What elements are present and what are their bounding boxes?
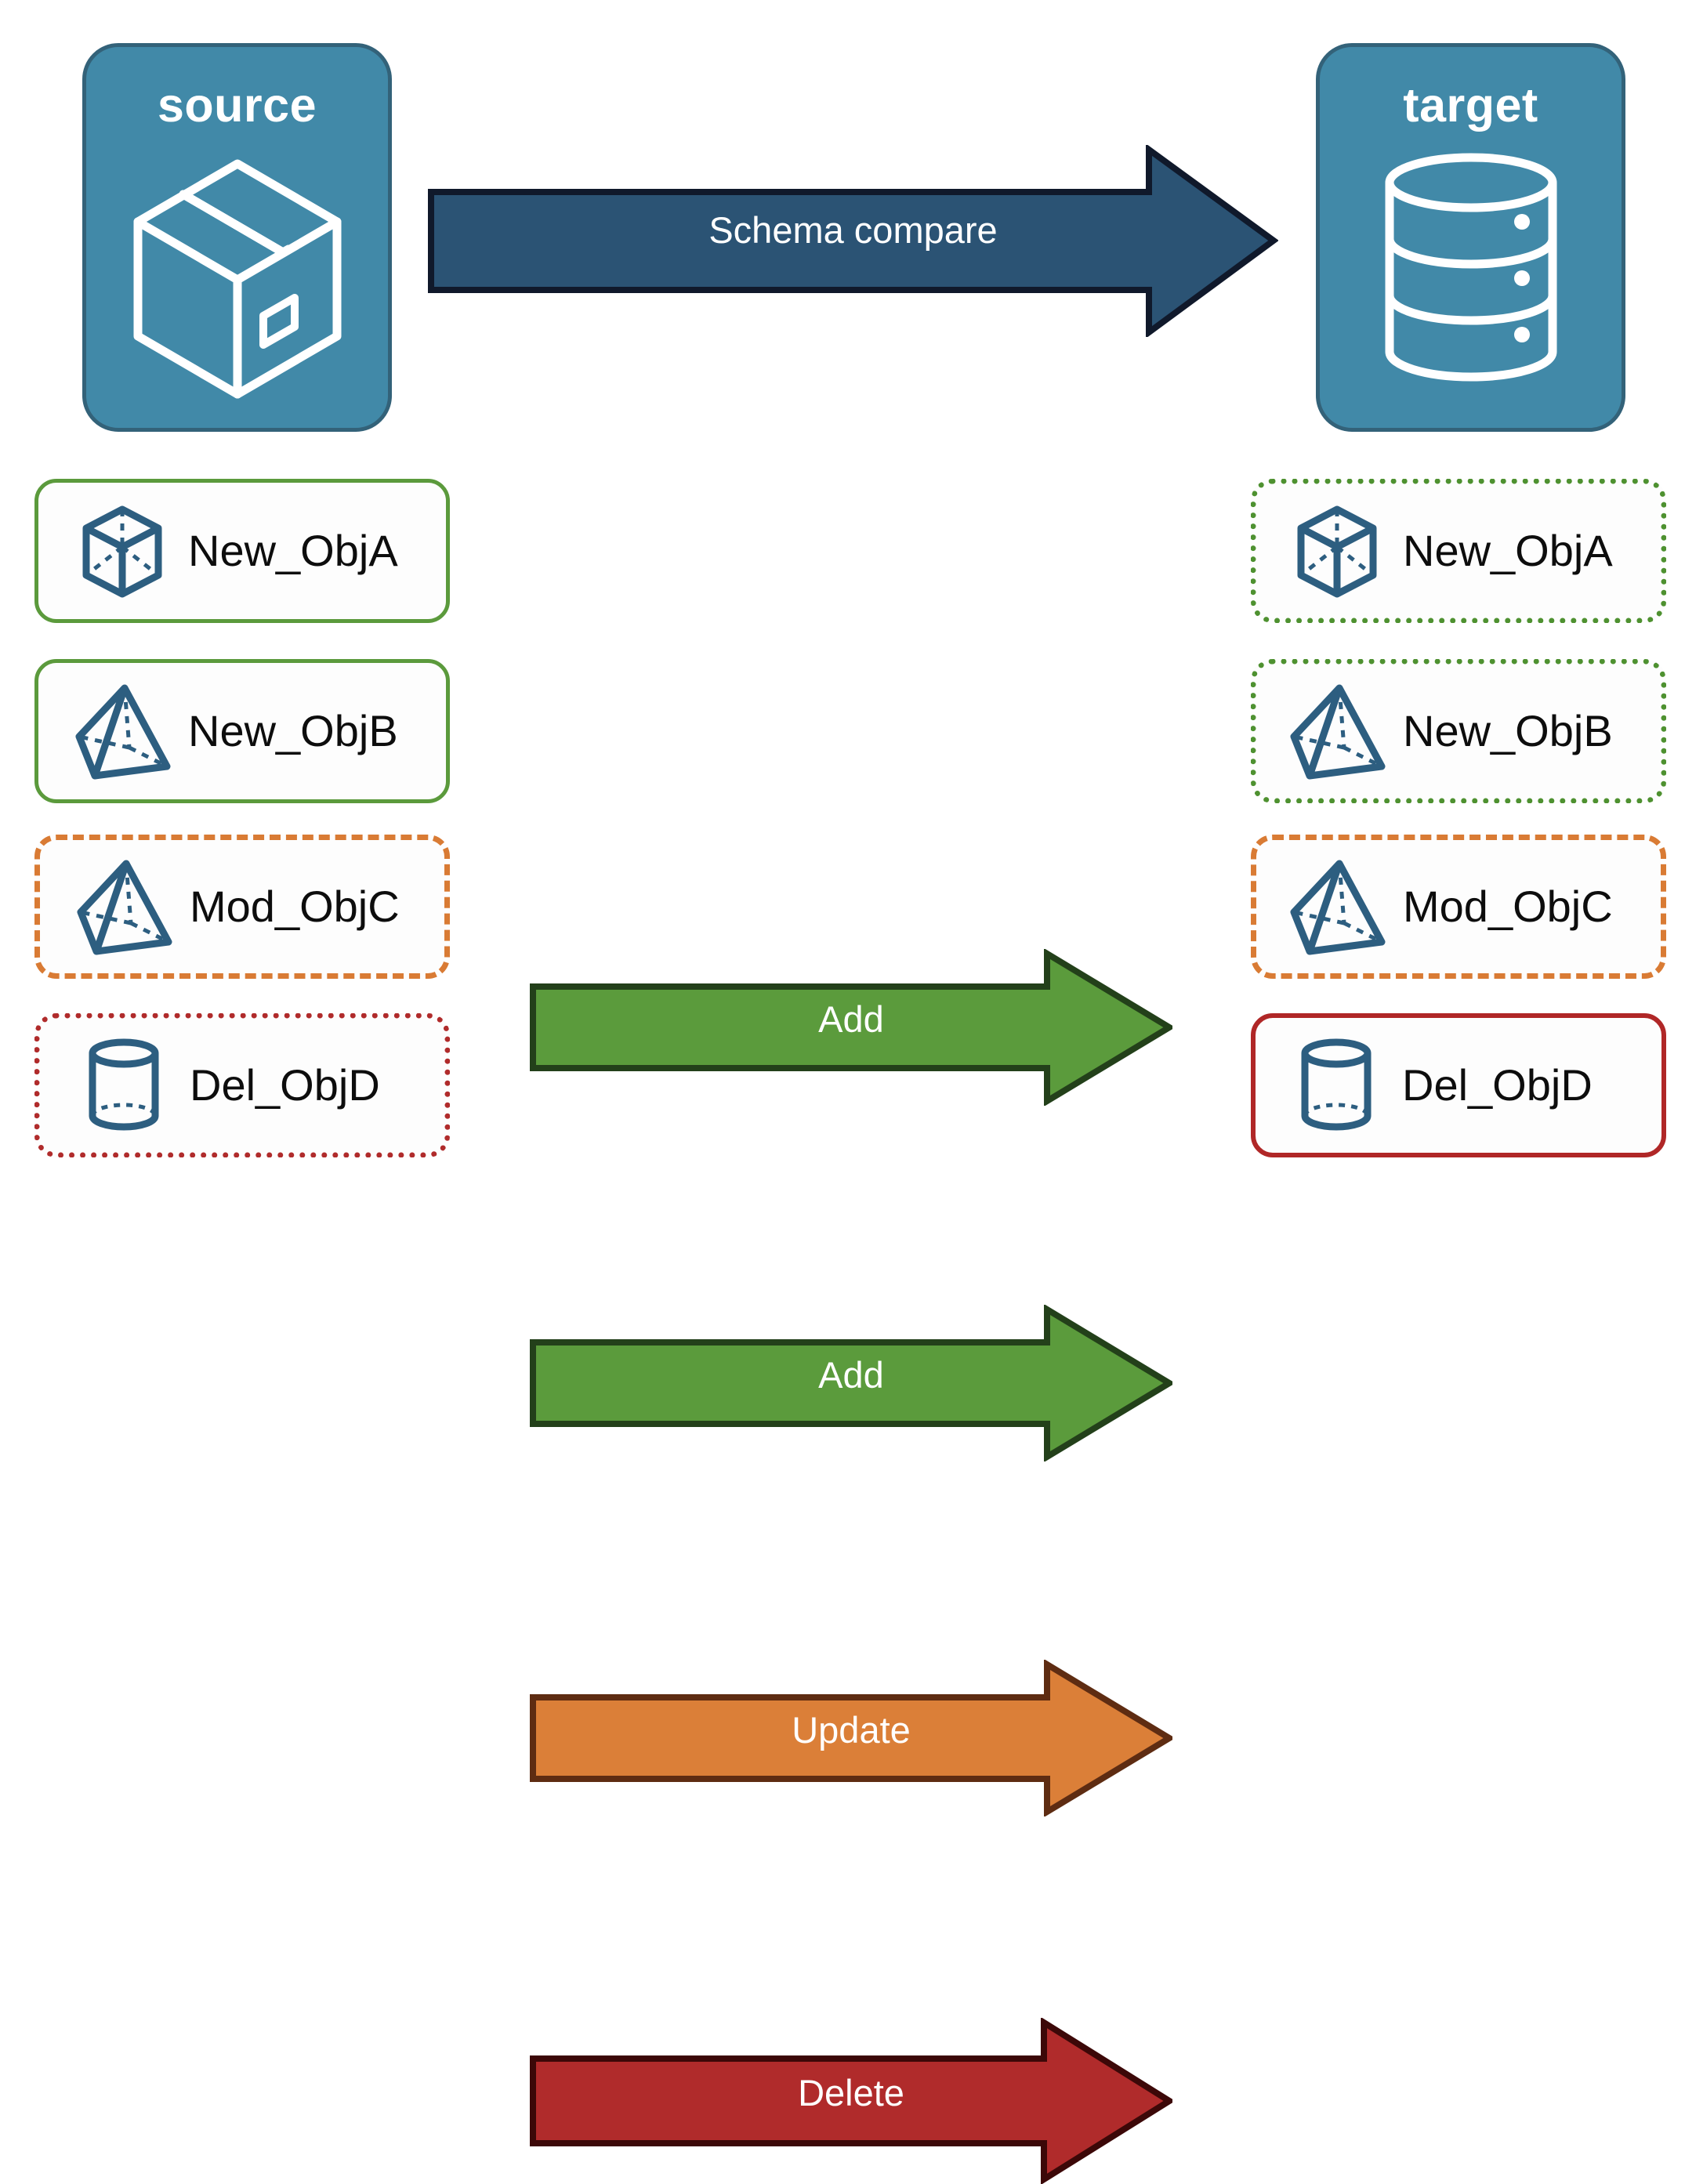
wireframe-cylinder-icon (1287, 1034, 1385, 1136)
target-object-card[interactable]: Del_ObjD (1251, 1013, 1666, 1157)
target-object-card[interactable]: Mod_ObjC (1251, 835, 1666, 979)
target-object-label: Mod_ObjC (1403, 882, 1613, 931)
wireframe-cube-icon (73, 500, 171, 602)
source-endpoint-card: source (82, 43, 392, 432)
target-object-card[interactable]: New_ObjA (1251, 479, 1666, 623)
wireframe-pyramid-icon (1288, 856, 1386, 958)
source-object-label: Del_ObjD (190, 1060, 380, 1110)
add-action-arrow: Add (530, 1305, 1172, 1461)
source-title: source (157, 78, 317, 132)
target-object-label: New_ObjB (1403, 706, 1613, 755)
source-object-label: New_ObjB (188, 706, 398, 755)
target-object-card[interactable]: New_ObjB (1251, 659, 1666, 803)
source-object-card[interactable]: New_ObjA (34, 479, 450, 623)
wireframe-pyramid-icon (74, 856, 172, 958)
diagram-canvas: source ta (34, 43, 1666, 2184)
delete-action-arrow: Delete (530, 2018, 1172, 2184)
wireframe-cylinder-icon (74, 1034, 172, 1136)
source-object-card[interactable]: Mod_ObjC (34, 835, 450, 979)
target-object-label: New_ObjA (1403, 526, 1613, 575)
source-object-label: New_ObjA (188, 526, 398, 575)
source-object-label: Mod_ObjC (190, 882, 400, 931)
target-title: target (1403, 78, 1538, 132)
target-endpoint-card: target (1316, 43, 1625, 432)
add-action-arrow: Add (530, 949, 1172, 1106)
database-cylinder-icon (1373, 150, 1569, 389)
source-object-card[interactable]: Del_ObjD (34, 1013, 450, 1157)
wireframe-pyramid-icon (73, 680, 171, 782)
update-action-arrow: Update (530, 1660, 1172, 1816)
target-object-label: Del_ObjD (1402, 1060, 1593, 1110)
schema-compare-arrow: Schema compare (428, 145, 1278, 337)
source-object-card[interactable]: New_ObjB (34, 659, 450, 803)
wireframe-cube-icon (1288, 500, 1386, 602)
wireframe-pyramid-icon (1288, 680, 1386, 782)
package-box-icon (124, 150, 351, 412)
